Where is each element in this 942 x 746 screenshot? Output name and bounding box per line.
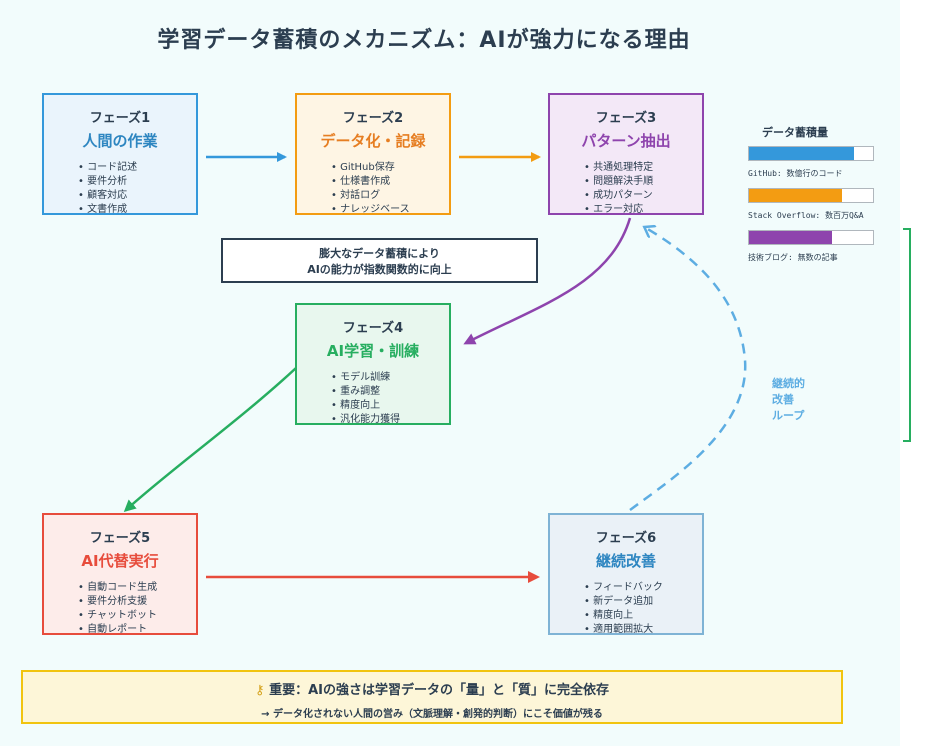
phase-3-box: フェーズ3 パターン抽出 共通処理特定 問題解決手順 成功パターン エラー対応 [548, 93, 704, 215]
diagram-title: 学習データ蓄積のメカニズム：AIが強力になる理由 [157, 28, 691, 53]
phase-5-items: 自動コード生成 要件分析支援 チャットボット 自動レポート [44, 581, 196, 637]
phase-4-item: 重み調整 [331, 385, 449, 399]
phase-3-item: 共通処理特定 [584, 161, 702, 175]
phase-4-box: フェーズ4 AI学習・訓練 モデル訓練 重み調整 精度向上 汎化能力獲得 [295, 303, 451, 425]
data-accumulation-callout: 膨大なデータ蓄積により AIの能力が指数関数的に向上 [221, 238, 538, 283]
phase-4-items: モデル訓練 重み調整 精度向上 汎化能力獲得 [297, 371, 449, 427]
loop-label-line-2: 改善 [772, 393, 794, 406]
phase-2-items: GitHub保存 仕様書作成 対話ログ ナレッジベース [297, 161, 449, 217]
phase-2-item: GitHub保存 [331, 161, 449, 175]
phase-1-item: 顧客対応 [78, 189, 196, 203]
phase-1-item: 要件分析 [78, 175, 196, 189]
phase-1-items: コード記述 要件分析 顧客対応 文書作成 [44, 161, 196, 217]
phase-1-item: コード記述 [78, 161, 196, 175]
arrow-phase3-to-phase4 [463, 217, 632, 345]
key-insight-main: ⚷ 重要：AIの強さは学習データの「量」と「質」に完全依存 [23, 679, 841, 698]
phase-2-name: データ化・記録 [320, 132, 426, 150]
phase-3-name: パターン抽出 [581, 132, 671, 150]
callout-line-2: AIの能力が指数関数的に向上 [307, 263, 452, 276]
legend-bar-github-label: GitHub: 数億行のコード [748, 169, 843, 178]
phase-2-item: 対話ログ [331, 189, 449, 203]
legend-bar-stackoverflow-label: Stack Overflow: 数百万Q&A [748, 211, 864, 220]
phase-3-item: エラー対応 [584, 203, 702, 217]
phase-5-label: フェーズ5 [89, 531, 151, 546]
legend-bar-blogs [748, 230, 874, 245]
phase-6-item: フィードバック [584, 581, 702, 595]
legend-bar-blogs-fill [749, 231, 833, 244]
continuous-loop-label: 継続的 改善 ループ [772, 376, 805, 424]
key-icon: ⚷ [255, 683, 265, 698]
phase-6-item: 新データ追加 [584, 595, 702, 609]
phase-4-item: 精度向上 [331, 399, 449, 413]
phase-6-label: フェーズ6 [595, 531, 657, 546]
phase-5-item: 要件分析支援 [78, 595, 196, 609]
legend-bar-stackoverflow-fill [749, 189, 842, 202]
phase-1-box: フェーズ1 人間の作業 コード記述 要件分析 顧客対応 文書作成 [42, 93, 198, 215]
phase-6-items: フィードバック 新データ追加 精度向上 適用範囲拡大 [550, 581, 702, 637]
phase-1-item: 文書作成 [78, 203, 196, 217]
key-insight-main-text: 重要：AIの強さは学習データの「量」と「質」に完全依存 [269, 683, 609, 698]
callout-line-1: 膨大なデータ蓄積により [319, 247, 440, 260]
legend-bar-github-fill [749, 147, 855, 160]
loop-label-line-1: 継続的 [772, 377, 805, 390]
legend-bar-stackoverflow [748, 188, 874, 203]
key-insight-box: ⚷ 重要：AIの強さは学習データの「量」と「質」に完全依存 → データ化されない… [21, 670, 843, 724]
phase-5-item: チャットボット [78, 609, 196, 623]
legend-bar-blogs-label: 技術ブログ: 無数の記事 [748, 253, 838, 262]
phase-3-items: 共通処理特定 問題解決手順 成功パターン エラー対応 [550, 161, 702, 217]
phase-4-item: 汎化能力獲得 [331, 413, 449, 427]
phase-6-box: フェーズ6 継続改善 フィードバック 新データ追加 精度向上 適用範囲拡大 [548, 513, 704, 635]
loop-bracket [903, 228, 911, 442]
phase-4-name: AI学習・訓練 [326, 342, 420, 360]
phase-6-item: 精度向上 [584, 609, 702, 623]
diagram-canvas: 学習データ蓄積のメカニズム：AIが強力になる理由 [0, 0, 900, 746]
phase-1-label: フェーズ1 [89, 111, 151, 126]
phase-3-item: 成功パターン [584, 189, 702, 203]
key-insight-sub: → データ化されない人間の営み（文脈理解・創発的判断）にこそ価値が残る [261, 709, 603, 720]
phase-4-item: モデル訓練 [331, 371, 449, 385]
phase-5-name: AI代替実行 [81, 552, 159, 570]
phase-2-label: フェーズ2 [342, 111, 404, 126]
phase-2-item: ナレッジベース [331, 203, 449, 217]
phase-6-name: 継続改善 [595, 552, 656, 570]
legend-bar-github [748, 146, 874, 161]
phase-6-item: 適用範囲拡大 [584, 623, 702, 637]
arrow-phase6-to-phase3-loop [629, 228, 747, 512]
legend-title: データ蓄積量 [762, 126, 828, 139]
loop-label-line-3: ループ [772, 409, 805, 422]
phase-5-item: 自動レポート [78, 623, 196, 637]
phase-1-name: 人間の作業 [82, 132, 158, 150]
phase-2-box: フェーズ2 データ化・記録 GitHub保存 仕様書作成 対話ログ ナレッジベー… [295, 93, 451, 215]
phase-5-item: 自動コード生成 [78, 581, 196, 595]
arrow-phase4-to-phase5 [123, 367, 297, 513]
phase-2-item: 仕様書作成 [331, 175, 449, 189]
phase-3-label: フェーズ3 [595, 111, 657, 126]
phase-3-item: 問題解決手順 [584, 175, 702, 189]
phase-4-label: フェーズ4 [342, 321, 404, 336]
phase-5-box: フェーズ5 AI代替実行 自動コード生成 要件分析支援 チャットボット 自動レポ… [42, 513, 198, 635]
